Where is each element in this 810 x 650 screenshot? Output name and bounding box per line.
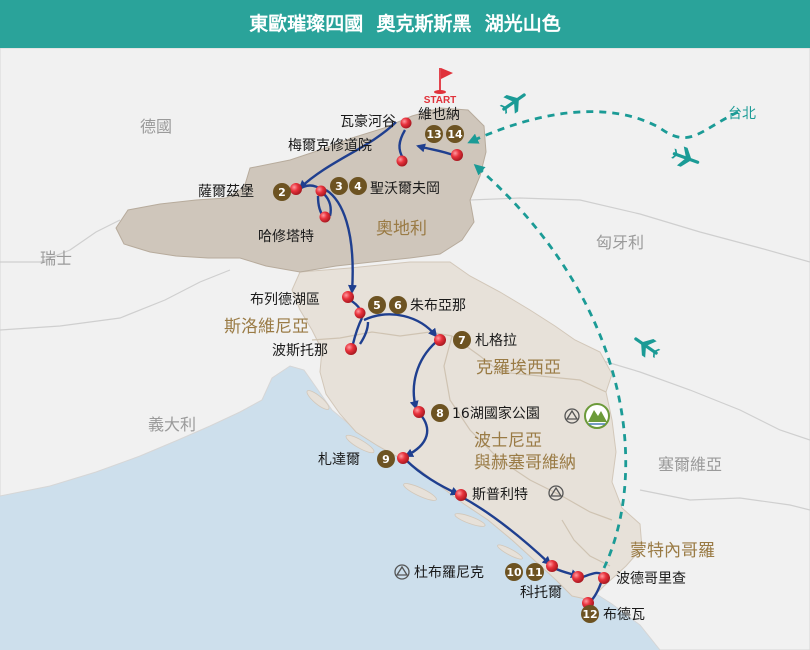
country-label: 波士尼亞 [474, 431, 542, 451]
stop-labels: 維也納 瓦豪河谷 梅爾克修道院 薩爾茲堡 聖沃爾夫岡 哈修塔特 布列德湖區 朱布… [198, 107, 686, 623]
country-label: 塞爾維亞 [658, 455, 722, 474]
svg-text:12: 12 [582, 608, 597, 621]
day-badge: 7 [453, 331, 471, 349]
day-badge: 4 [349, 177, 367, 195]
page-title: 東歐璀璨四國 奧克斯斯黑 湖光山色 [249, 13, 561, 35]
stop-label: 斯普利特 [472, 487, 528, 503]
stop-label: 16湖國家公園 [452, 405, 540, 422]
country-label: 奧地利 [376, 219, 427, 239]
country-label: 匈牙利 [596, 233, 644, 252]
day-badge: 14 [446, 125, 464, 143]
svg-text:2: 2 [278, 186, 286, 199]
stop-label: 聖沃爾夫岡 [370, 181, 440, 197]
stop-pin [396, 155, 408, 167]
stop-pins [290, 117, 610, 609]
unesco-icon [564, 408, 580, 424]
national-park-icon [584, 403, 610, 429]
stop-pin [434, 334, 446, 346]
header-bar: 東歐璀璨四國 奧克斯斯黑 湖光山色 [0, 0, 810, 48]
airplane-icon [671, 146, 700, 167]
flight-paths [467, 110, 739, 569]
country-label: 與赫塞哥維納 [474, 453, 576, 473]
stop-pin [598, 572, 610, 584]
day-badge: 3 [330, 177, 348, 195]
stop-label: 波斯托那 [272, 343, 328, 359]
stop-label: 杜布羅尼克 [414, 565, 484, 581]
stop-label: 布德瓦 [603, 607, 645, 623]
day-badge: 9 [377, 450, 395, 468]
start-flag-icon [434, 68, 453, 94]
country-labels: 德國 瑞士 義大利 匈牙利 塞爾維亞 奧地利 斯洛維尼亞 克羅埃西亞 波士尼亞 … [40, 117, 722, 561]
svg-text:3: 3 [335, 180, 343, 193]
country-label: 斯洛維尼亞 [224, 317, 309, 337]
day-badge: 2 [273, 183, 291, 201]
day-badge: 12 [581, 605, 599, 623]
airplane-icon [499, 93, 526, 115]
stop-pin [400, 117, 412, 129]
stop-pin [354, 307, 366, 319]
country-label: 瑞士 [40, 249, 72, 268]
day-badge: 10 [505, 563, 523, 581]
svg-text:4: 4 [354, 180, 362, 193]
stop-label: 札達爾 [318, 452, 360, 468]
day-badge: 6 [389, 296, 407, 314]
svg-text:9: 9 [382, 453, 390, 466]
unesco-icon [394, 564, 410, 580]
stop-label: 科托爾 [520, 585, 562, 601]
taipei-label: 台北 [728, 106, 756, 122]
stop-label: 朱布亞那 [410, 298, 466, 314]
country-label: 德國 [140, 117, 172, 136]
svg-text:7: 7 [458, 334, 466, 347]
airplane-icon [634, 337, 661, 359]
country-label: 克羅埃西亞 [476, 358, 561, 378]
country-label: 蒙特內哥羅 [630, 541, 715, 561]
stop-label: 布列德湖區 [250, 292, 320, 308]
stop-pin [413, 406, 425, 418]
stop-label: 薩爾茲堡 [198, 184, 254, 200]
svg-text:11: 11 [527, 566, 542, 579]
stop-label: 札格拉 [475, 333, 517, 349]
stop-pin [342, 291, 354, 303]
neighbor-borders [0, 197, 810, 511]
stop-pin [451, 149, 463, 161]
svg-text:14: 14 [447, 128, 463, 141]
stop-label: 瓦豪河谷 [340, 114, 396, 130]
start-label: START [424, 95, 457, 106]
country-label: 義大利 [148, 415, 196, 434]
day-badge: 5 [368, 296, 386, 314]
stop-pin [290, 183, 302, 195]
adriatic-islands [306, 390, 523, 560]
stop-pin [572, 571, 584, 583]
day-badge: 11 [526, 563, 544, 581]
svg-text:13: 13 [426, 128, 441, 141]
svg-text:10: 10 [506, 566, 522, 579]
stop-label: 哈修塔特 [258, 229, 314, 245]
day-badge: 13 [425, 125, 443, 143]
stop-pin [546, 560, 558, 572]
unesco-icon [548, 485, 564, 501]
stop-pin [345, 343, 357, 355]
stop-pin [455, 489, 467, 501]
stop-label: 維也納 [418, 107, 460, 123]
stop-pin [397, 452, 409, 464]
day-badges: 13 14 2 3 4 5 6 7 8 9 10 11 12 [273, 125, 599, 623]
tour-map: START 台北 德國 瑞士 義大利 匈牙利 塞爾維亞 奧地利 斯洛維尼亞 克羅… [0, 48, 810, 650]
stop-label: 梅爾克修道院 [288, 138, 372, 154]
stop-pin [319, 211, 331, 223]
svg-text:5: 5 [373, 299, 381, 312]
stop-pin [315, 185, 327, 197]
svg-text:6: 6 [394, 299, 402, 312]
day-badge: 8 [431, 404, 449, 422]
svg-text:8: 8 [436, 407, 444, 420]
stop-label: 波德哥里查 [616, 571, 686, 587]
